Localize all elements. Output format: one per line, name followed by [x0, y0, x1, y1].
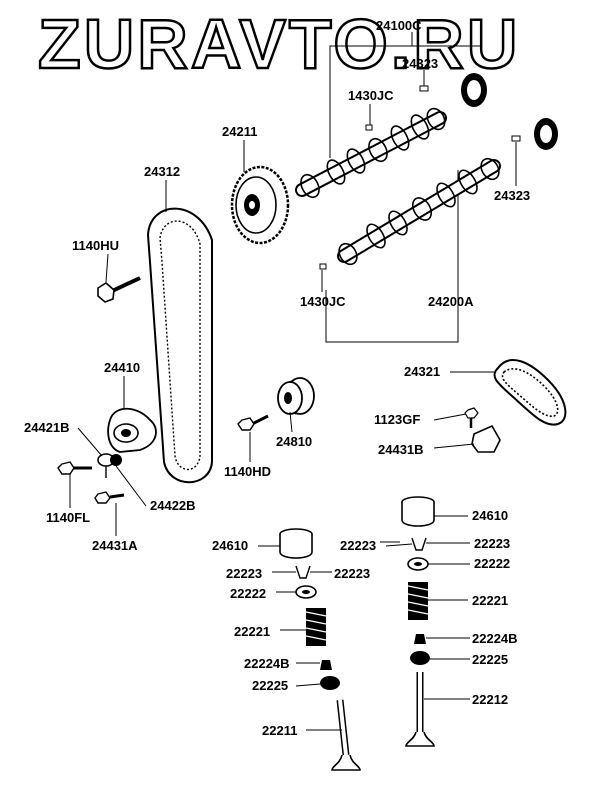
label-1430JC-lower: 1430JC — [300, 294, 346, 309]
timing-belt — [146, 207, 213, 484]
seat-22225-right — [410, 651, 430, 665]
bolt-1140FL — [57, 461, 92, 475]
bolt-24431A — [94, 491, 125, 504]
bolt-1140HD — [237, 414, 269, 431]
retainer-22222-right — [407, 557, 429, 571]
label-22224B-right: 22224B — [472, 631, 518, 646]
label-1140HD: 1140HD — [224, 464, 271, 479]
retainer-22222-left — [295, 585, 317, 599]
pin-1430JC-lower — [319, 263, 327, 270]
camshaft-assembly — [295, 45, 558, 343]
idler-pulley-24810 — [277, 377, 315, 415]
label-22224B-left: 22224B — [244, 656, 290, 671]
label-24200A: 24200A — [428, 294, 474, 309]
seal-22224B-left — [320, 660, 332, 670]
bracket-24200A — [325, 170, 459, 343]
valve-22212 — [405, 672, 435, 747]
label-22211: 22211 — [262, 723, 297, 738]
label-22212: 22212 — [472, 692, 508, 707]
spring-22221-right — [407, 582, 429, 620]
lifter-24610-right — [401, 496, 435, 527]
spring-24421B — [97, 453, 122, 478]
label-24211: 24211 — [222, 124, 257, 139]
label-1123GF: 1123GF — [374, 412, 420, 427]
bolt-1123GF — [464, 407, 479, 428]
label-24321: 24321 — [404, 364, 440, 379]
keeper-22223-left — [295, 565, 311, 579]
camshaft-lower — [337, 157, 501, 266]
label-24312: 24312 — [144, 164, 180, 179]
label-1140FL: 1140FL — [46, 510, 90, 525]
label-22221-left: 22221 — [234, 624, 270, 639]
tensioner-24410 — [107, 407, 157, 453]
label-24422B: 24422B — [150, 498, 196, 513]
part-labels: 24100C 24323 1430JC 24211 24312 1140HU 2… — [24, 18, 530, 738]
tensioner-24431B — [471, 424, 501, 453]
seat-22225-left — [320, 676, 340, 690]
label-22223-right: 22223 — [474, 536, 510, 551]
label-1430JC-upper: 1430JC — [348, 88, 394, 103]
label-24323-upper: 24323 — [402, 56, 438, 71]
label-24410: 24410 — [104, 360, 140, 375]
key-24323-lower — [511, 135, 521, 142]
camshaft-upper — [295, 107, 447, 199]
lifter-24610-left — [279, 528, 313, 559]
label-1140HU: 1140HU — [72, 238, 119, 253]
camshaft-sprocket — [230, 165, 290, 245]
label-24100C: 24100C — [376, 18, 422, 33]
valve-22211 — [331, 699, 361, 771]
oil-seal-lower — [534, 118, 558, 150]
label-24431B: 24431B — [378, 442, 424, 457]
label-24610-left: 24610 — [212, 538, 248, 553]
key-24323-upper — [419, 85, 429, 92]
label-24610-right: 24610 — [472, 508, 508, 523]
spring-22221-left — [305, 608, 327, 646]
label-24810: 24810 — [276, 434, 312, 449]
label-22223-mid: 22223 — [340, 538, 376, 553]
leader-lines — [69, 32, 517, 731]
bolt-1140HU — [97, 276, 141, 303]
label-24431A: 24431A — [92, 538, 138, 553]
pin-1430JC-upper — [365, 124, 373, 131]
bracket-24100C — [329, 45, 482, 158]
watermark-text: ZURAVTO.RU — [38, 5, 520, 83]
label-22225-right: 22225 — [472, 652, 508, 667]
label-22222-right: 22222 — [474, 556, 510, 571]
label-24323-lower: 24323 — [494, 188, 530, 203]
oil-seal-upper — [461, 73, 487, 107]
label-22223-left-b: 22223 — [334, 566, 370, 581]
label-22223-left: 22223 — [226, 566, 262, 581]
keeper-22223-right — [411, 537, 427, 551]
label-22225-left: 22225 — [252, 678, 288, 693]
seal-22224B-right — [414, 634, 426, 644]
balance-belt-24321 — [493, 359, 567, 426]
label-24421B: 24421B — [24, 420, 70, 435]
label-22222-left: 22222 — [230, 586, 266, 601]
label-22221-right: 22221 — [472, 593, 508, 608]
